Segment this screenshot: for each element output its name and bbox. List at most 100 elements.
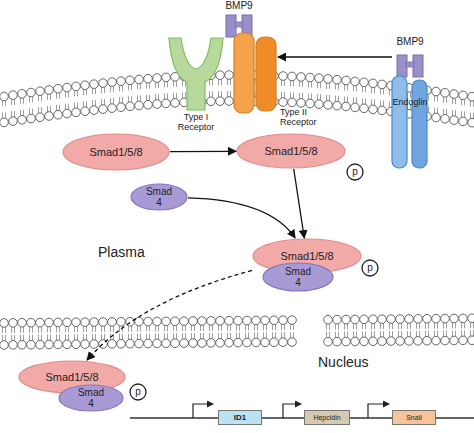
receptor-body [169,38,223,110]
lipid-tail [254,324,255,330]
ligand-bridge [235,22,243,27]
lipid-tail [38,327,39,333]
lipid-tail [239,333,240,339]
phosphate-circle [130,384,146,400]
lipid-tail [374,323,375,329]
lipid-head [81,340,90,349]
lipid-tail [185,325,186,331]
lipid-tail [182,80,183,86]
lipid-tail [347,96,348,102]
lipid-tail [137,95,138,101]
lipid-tail [230,79,231,85]
lipid-tail [374,87,375,93]
ligand-bridge [406,62,414,67]
lipid-tail [38,95,39,101]
lipid-tail [434,108,435,114]
region-label: Plasma [98,244,145,260]
lipid-tail [389,89,390,95]
lipid-tail [182,92,183,98]
lipid-head [324,337,333,346]
lipid-tail [32,109,33,115]
lipid-tail [452,330,453,336]
lipid-tail [320,94,321,100]
lipid-tail [176,81,177,87]
lipid-head [396,315,405,324]
lipid-tail [356,323,357,329]
lipid-head [342,337,351,346]
lipid-tail [266,332,267,338]
lipid-head [144,317,153,326]
lipid-tail [275,332,276,338]
lipid-tail [263,332,264,338]
lipid-tail [65,326,66,332]
lipid-tail [155,94,156,100]
lipid-tail [473,330,474,336]
lipid-head [54,340,63,349]
lipid-head [225,338,234,347]
lipid-tail [212,79,213,85]
lipid-head [252,338,261,347]
lipid-tail [434,331,435,337]
lipid-tail [86,89,87,95]
lipid-head [126,76,135,85]
lipid-tail [374,331,375,337]
lipid-tail [92,88,93,94]
lipid-tail [227,325,228,331]
lipid-head [387,337,396,346]
lipid-head [36,318,45,327]
lipid-tail [200,333,201,339]
lipid-tail [362,86,363,92]
lipid-head [333,75,342,84]
lipid-tail [110,326,111,332]
lipid-tail [353,97,354,103]
lipid-tail [470,330,471,336]
lipid-tail [221,79,222,85]
lipid-tail [284,324,285,330]
protein-node: Smad 4 [58,384,124,412]
lipid-tail [209,325,210,331]
lipid-head [243,338,252,347]
lipid-tail [290,92,291,98]
lipid-tail [83,101,84,107]
lipid-tail [311,82,312,88]
lipid-tail [14,335,15,341]
lipid-tail [392,323,393,329]
lipid-head [144,339,153,348]
lipid-tail [272,332,273,338]
lipid-head [351,103,360,112]
lipid-tail [326,95,327,101]
node-label: Smad 4 [130,183,188,211]
lipid-head [414,337,423,346]
lipid-tail [167,333,168,339]
lipid-tail [248,325,249,331]
lipid-tail [86,101,87,107]
lipid-head [216,97,225,106]
lipid-tail [284,332,285,338]
lipid-tail [347,324,348,330]
lipid-head [9,341,18,350]
lipid-tail [470,101,471,107]
lipid-tail [68,326,69,332]
lipid-head [117,339,126,348]
receptor: Type I Receptor [167,38,225,110]
lipid-tail [227,79,228,85]
lipid-tail [173,81,174,87]
lipid-head [324,315,333,324]
lipid-tail [344,96,345,102]
lipid-tail [356,331,357,337]
lipid-tail [335,324,336,330]
lipid-head [54,318,63,327]
lipid-head [450,336,459,345]
lipid-tail [356,97,357,103]
lipid-tail [149,83,150,89]
lipid-tail [191,333,192,339]
lipid-tail [140,326,141,332]
lipid-tail [428,94,429,100]
lipid-head [153,317,162,326]
lipid-tail [155,82,156,88]
lipid-head [279,98,288,107]
lipid-tail [338,96,339,102]
lipid-tail [83,89,84,95]
node-label: Smad 4 [58,384,124,412]
lipid-tail [383,100,384,106]
